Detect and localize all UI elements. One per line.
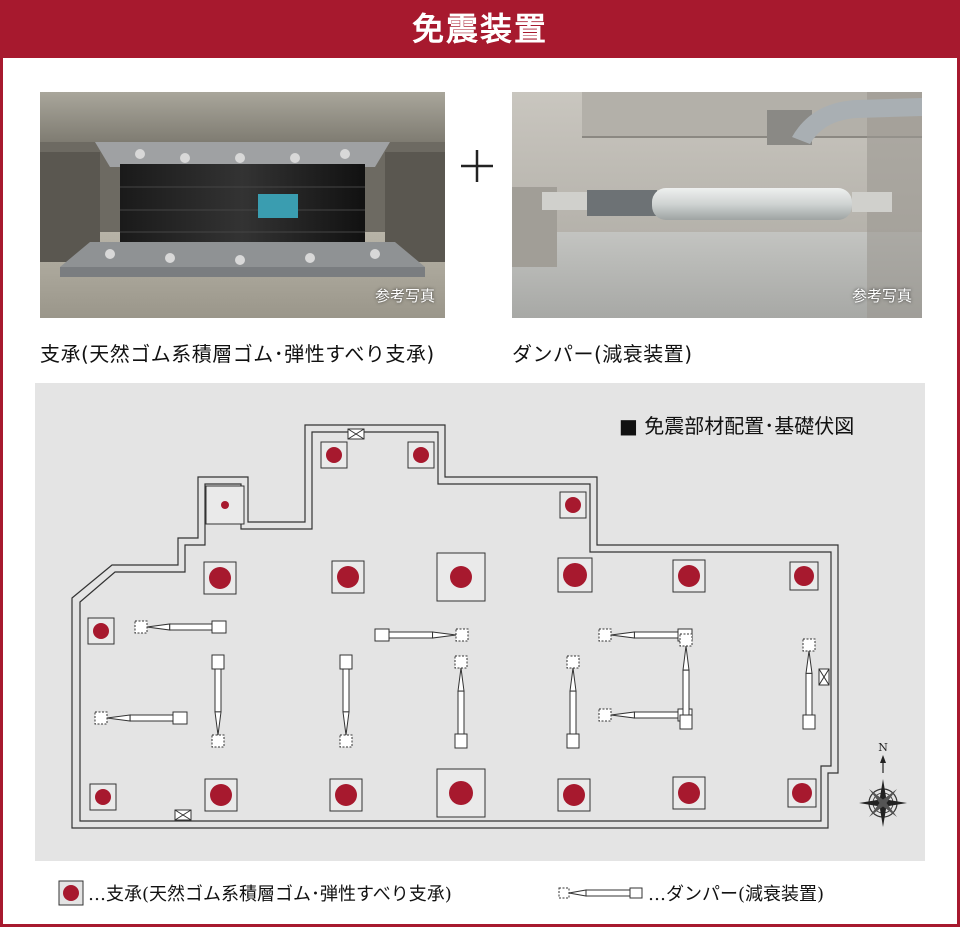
damper-rod [610, 631, 635, 639]
damper-rod [214, 711, 222, 736]
damper-cylinder [214, 668, 222, 713]
bearing-dot [335, 784, 357, 806]
damper-end-solid [211, 620, 227, 634]
damper-cylinder [457, 690, 465, 735]
damper-cylinder [388, 631, 434, 639]
damper-end-dashed [134, 620, 148, 634]
damper-rod [106, 714, 131, 722]
bearing-caption: 支承(天然ゴム系積層ゴム･弾性すべり支承) [40, 342, 435, 366]
damper-photo-badge: 参考写真 [851, 287, 912, 305]
legend-damper-text: …ダンパー(減衰装置) [648, 884, 825, 905]
damper-caption: ダンパー(減衰装置) [512, 342, 693, 366]
bearing-dot [678, 782, 700, 804]
compass-north-arrow [880, 755, 886, 763]
damper-cylinder [805, 672, 813, 716]
damper-end-solid [566, 733, 580, 749]
bearing-dot [565, 497, 581, 513]
damper-cylinder [633, 631, 679, 639]
damper-rod [432, 631, 457, 639]
damper-end-solid [802, 714, 816, 730]
damper-end-dashed [211, 734, 225, 748]
damper-cylinder [342, 668, 350, 713]
legend-bearing-text: …支承(天然ゴム系積層ゴム･弾性すべり支承) [88, 884, 452, 905]
damper-photo: 参考写真 [512, 92, 922, 318]
damper-rod [457, 667, 465, 692]
bearing-box [320, 441, 348, 469]
damper-rod [146, 623, 171, 631]
bearing-dot [209, 567, 231, 589]
damper-end-dashed [339, 734, 353, 748]
damper-rod [682, 645, 690, 671]
bearing-dot [221, 501, 229, 509]
bearing-dot [449, 781, 473, 805]
vent-cross [818, 668, 830, 686]
damper-end-dashed [454, 655, 468, 669]
bearing-photo: 参考写真 [40, 92, 445, 318]
damper-end-dashed [566, 655, 580, 669]
compass-north-label: N [878, 741, 888, 754]
bearing-dot [326, 447, 342, 463]
plan-title: ■ 免震部材配置･基礎伏図 [619, 414, 855, 438]
damper-cylinder [129, 714, 174, 722]
foundation-plan-drawing: N [71, 424, 907, 829]
damper-end-solid [339, 654, 353, 670]
building-outline-outer [71, 424, 839, 829]
bearing-dot [210, 784, 232, 806]
damper-end-solid [172, 711, 188, 725]
damper-end-solid [679, 714, 693, 730]
bearing-dot [450, 566, 472, 588]
damper-end-dashed [679, 633, 693, 647]
damper-end-dashed [598, 628, 612, 642]
compass-needle-diag [869, 789, 897, 817]
bearing-photo-badge: 参考写真 [374, 287, 435, 305]
damper-rod [610, 711, 635, 719]
damper-rod [569, 667, 577, 692]
damper-cylinder [169, 623, 213, 631]
damper-end-dashed [802, 638, 816, 652]
bearing-dot [563, 563, 587, 587]
bearing-dot [792, 783, 812, 803]
damper-cylinder [682, 669, 690, 716]
building-outline-inner [79, 431, 832, 822]
damper-end-solid [374, 628, 390, 642]
damper-end-dashed [94, 711, 108, 725]
damper-end-solid [454, 733, 468, 749]
header-bar: 免震装置 [0, 0, 960, 58]
bearing-dot [678, 565, 700, 587]
bearing-dot [337, 566, 359, 588]
bearing-dot [413, 447, 429, 463]
legend-damper-icon [558, 887, 643, 899]
damper-end-solid [211, 654, 225, 670]
damper-end-dashed [598, 708, 612, 722]
foundation-plan: N [35, 383, 925, 861]
damper-rod [342, 711, 350, 736]
bearing-dot [794, 566, 814, 586]
bearing-dot [95, 789, 111, 805]
plus-icon [461, 150, 493, 182]
damper-rod [805, 650, 813, 674]
bearing-box [407, 441, 435, 469]
damper-end-dashed [455, 628, 469, 642]
damper-cylinder [633, 711, 679, 719]
vent-cross [174, 809, 192, 821]
vent-cross [347, 428, 365, 440]
bearing-dot [93, 623, 109, 639]
legend-bearing-icon [58, 880, 84, 906]
page-title: 免震装置 [411, 10, 548, 48]
bearing-dot [563, 784, 585, 806]
damper-cylinder [569, 690, 577, 735]
